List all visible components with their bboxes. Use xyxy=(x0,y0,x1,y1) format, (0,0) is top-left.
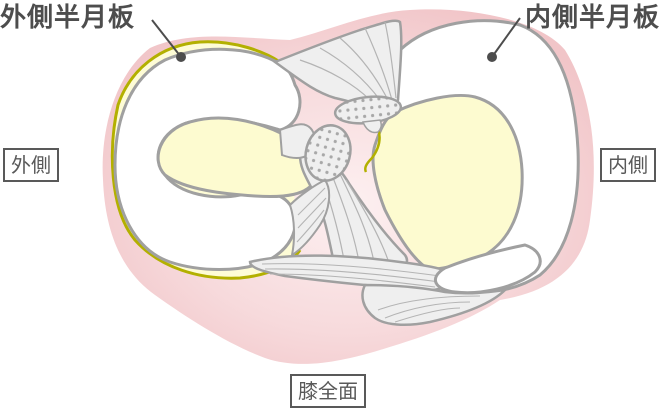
medial-pointer-line xyxy=(491,17,521,58)
medial-meniscus-posterior-horn xyxy=(433,243,542,295)
lateral-side-label: 外側 xyxy=(3,148,59,182)
lateral-meniscus-label: 外側半月板 xyxy=(0,3,136,33)
medial-pointer-dot xyxy=(487,52,497,62)
attachment-tab xyxy=(361,119,383,134)
intercondylar-eminence xyxy=(304,124,352,182)
lower-lateral-ligament xyxy=(288,178,331,258)
lateral-cartilage xyxy=(156,116,318,199)
lower-lateral-fibers xyxy=(296,187,327,243)
posterior-band-fibers xyxy=(261,263,441,288)
anterior-label: 膝全面 xyxy=(290,374,366,408)
pcl-fibers xyxy=(377,295,481,323)
anterior-ligament-fibers xyxy=(299,21,397,101)
medial-meniscus-label: 内側半月板 xyxy=(525,3,661,33)
medial-highlight-edge xyxy=(364,127,381,173)
medial-side-label: 内側 xyxy=(600,148,656,182)
lateral-pointer-dot xyxy=(176,52,186,62)
lateral-pointer-line xyxy=(151,19,182,58)
